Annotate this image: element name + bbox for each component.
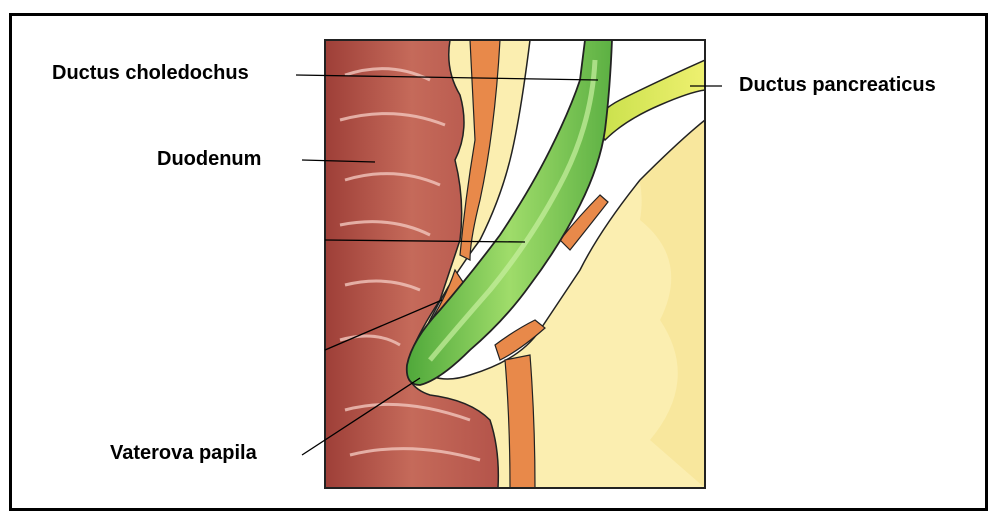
label-vaterova-papila: Vaterova papila [110,442,257,465]
label-ductus-pancreaticus: Ductus pancreaticus [739,74,936,97]
muscle-band [505,355,535,488]
label-duodenum: Duodenum [157,148,261,171]
label-ductus-choledochus: Ductus choledochus [52,62,249,85]
